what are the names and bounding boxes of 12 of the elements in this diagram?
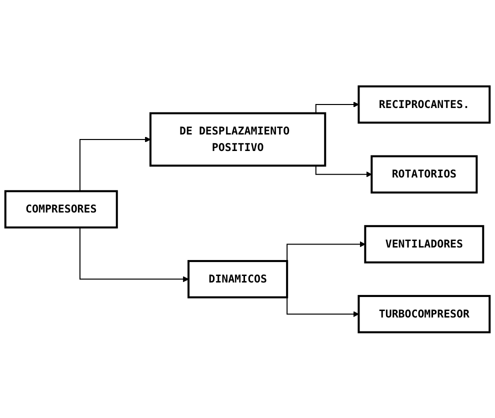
arrow bbox=[315, 165, 372, 178]
arrow bbox=[79, 136, 151, 191]
node-box: TURBOCOMPRESOR bbox=[358, 294, 491, 333]
node-box: DINAMICOS bbox=[188, 260, 288, 298]
arrow bbox=[315, 101, 359, 113]
node-box: COMPRESORES bbox=[4, 190, 118, 228]
node-box: RECIPROCANTES. bbox=[358, 85, 491, 124]
node-box: VENTILADORES bbox=[364, 224, 484, 264]
node-box: DE DESPLAZAMIENTO POSITIVO bbox=[149, 112, 326, 166]
node-box: ROTATORIOS bbox=[370, 154, 478, 194]
arrow bbox=[79, 227, 189, 282]
arrow bbox=[286, 240, 366, 262]
